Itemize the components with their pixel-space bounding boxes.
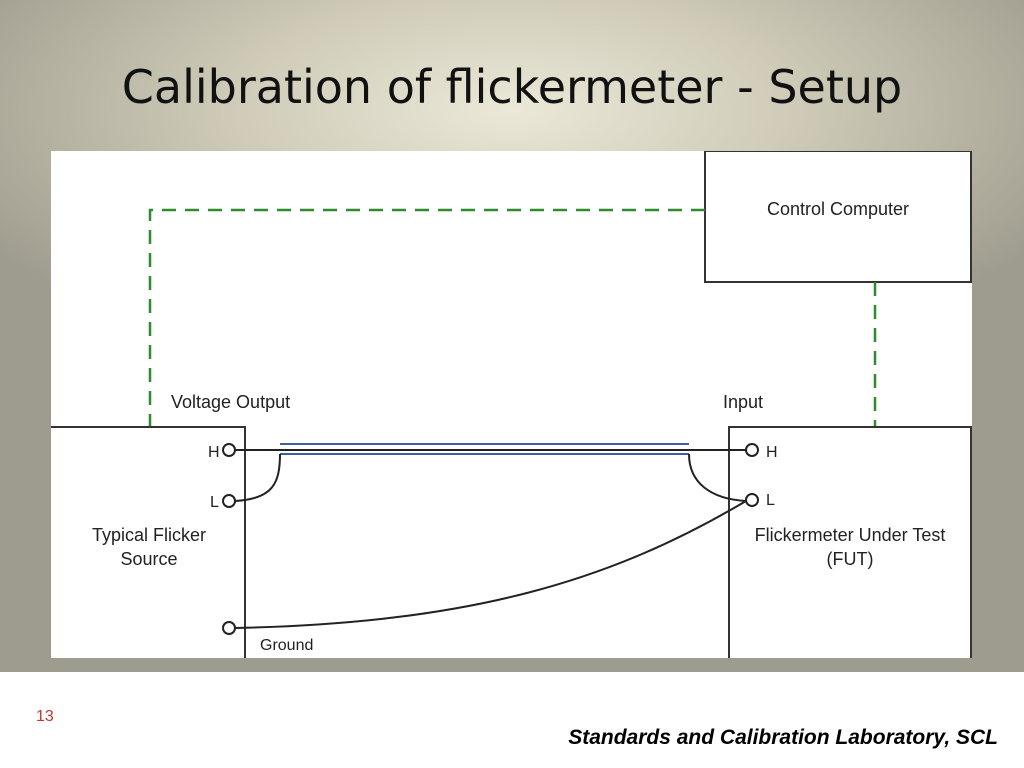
source-name-line2: Source — [120, 549, 177, 569]
fut-name-line2: (FUT) — [827, 549, 874, 569]
fut-terminal-l-label: L — [766, 492, 775, 509]
control-computer-label: Control Computer — [767, 199, 909, 219]
ground-label: Ground — [260, 637, 313, 654]
control-computer-box — [704, 151, 972, 283]
source-ground-terminal — [222, 621, 236, 635]
page-number: 13 — [36, 708, 54, 725]
source-l-terminal — [222, 494, 236, 508]
input-label: Input — [723, 392, 763, 412]
setup-diagram-svg: Control Computer Voltage Output Typical … — [51, 151, 972, 658]
fut-h-terminal — [745, 443, 759, 457]
fut-l-terminal — [745, 493, 759, 507]
source-h-terminal — [222, 443, 236, 457]
source-l-wire — [234, 453, 281, 502]
fut-terminal-h-label: H — [766, 444, 778, 461]
fut-name-line1: Flickermeter Under Test — [755, 525, 946, 545]
source-terminal-h-label: H — [208, 444, 220, 461]
source-name-line1: Typical Flicker — [92, 525, 206, 545]
ground-wire — [234, 500, 747, 629]
slide-title: Calibration of flickermeter - Setup — [121, 60, 903, 114]
fut-box — [728, 426, 972, 658]
control-link-to-source — [148, 208, 705, 427]
footer-organization: Standards and Calibration Laboratory, SC… — [568, 726, 998, 749]
voltage-output-label: Voltage Output — [171, 392, 290, 412]
setup-diagram: Control Computer Voltage Output Typical … — [51, 151, 972, 658]
fut-l-wire — [688, 453, 747, 502]
flicker-source-box — [51, 426, 246, 658]
source-terminal-l-label: L — [210, 494, 219, 511]
